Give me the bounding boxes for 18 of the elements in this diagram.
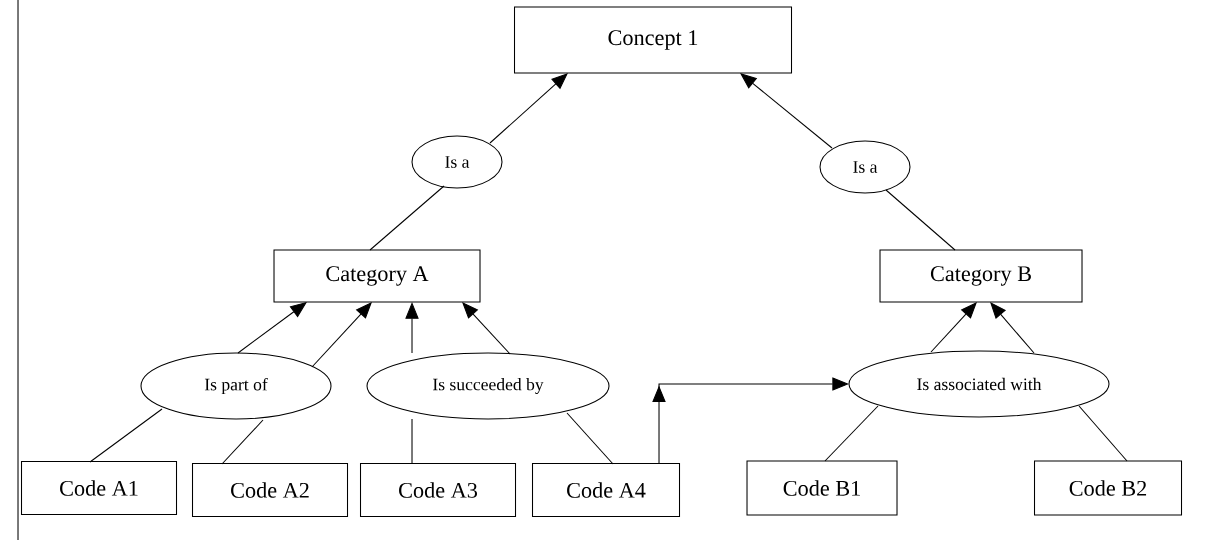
arrow	[930, 302, 977, 353]
arrow	[405, 302, 419, 354]
concept-box: Code A1	[21, 460, 178, 516]
arrow	[990, 302, 1035, 354]
concept-box: Concept 1	[514, 6, 793, 74]
arrow	[237, 302, 307, 354]
concept-box: Code B2	[1034, 460, 1183, 516]
arrow	[462, 302, 511, 355]
arrow	[489, 73, 568, 144]
concept-box: Code B1	[746, 460, 898, 516]
arrow	[740, 73, 833, 149]
concept-box: Category A	[273, 249, 481, 303]
concept-box: Code A4	[532, 462, 681, 518]
arrow	[311, 302, 372, 368]
concept-box: Code A3	[360, 462, 517, 518]
concept-box: Code A2	[192, 462, 349, 518]
concept-box: Category B	[879, 249, 1083, 303]
arrow	[652, 377, 849, 465]
